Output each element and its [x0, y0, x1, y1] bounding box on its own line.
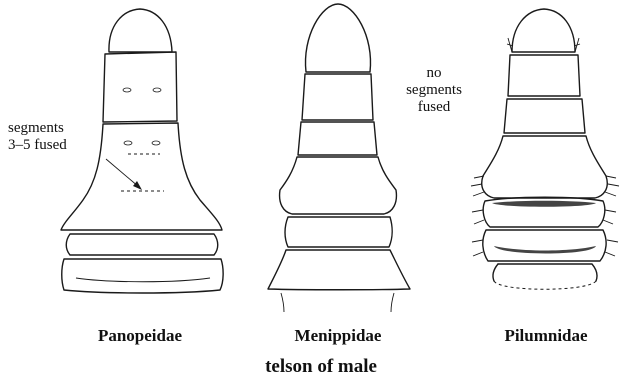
pilumnidae-note-line-3: fused [418, 99, 451, 115]
label-pilumnidae: Pilumnidae [504, 326, 588, 345]
label-panopeidae: Panopeidae [98, 326, 183, 345]
panopeidae-note-line-1: segments [8, 120, 64, 136]
panopeidae-abdomen-drawing [61, 9, 223, 293]
pilumnidae-note-line-1: no [427, 65, 442, 81]
label-menippidae: Menippidae [295, 326, 382, 345]
pilumnidae-note-line-2: segments [406, 82, 462, 98]
figure-title: telson of male [265, 356, 377, 377]
panopeidae-note-line-2: 3–5 fused [8, 137, 67, 153]
pilumnidae-abdomen-drawing [471, 9, 619, 289]
fused-segments-arrow [106, 159, 142, 190]
menippidae-abdomen-drawing [268, 4, 410, 312]
